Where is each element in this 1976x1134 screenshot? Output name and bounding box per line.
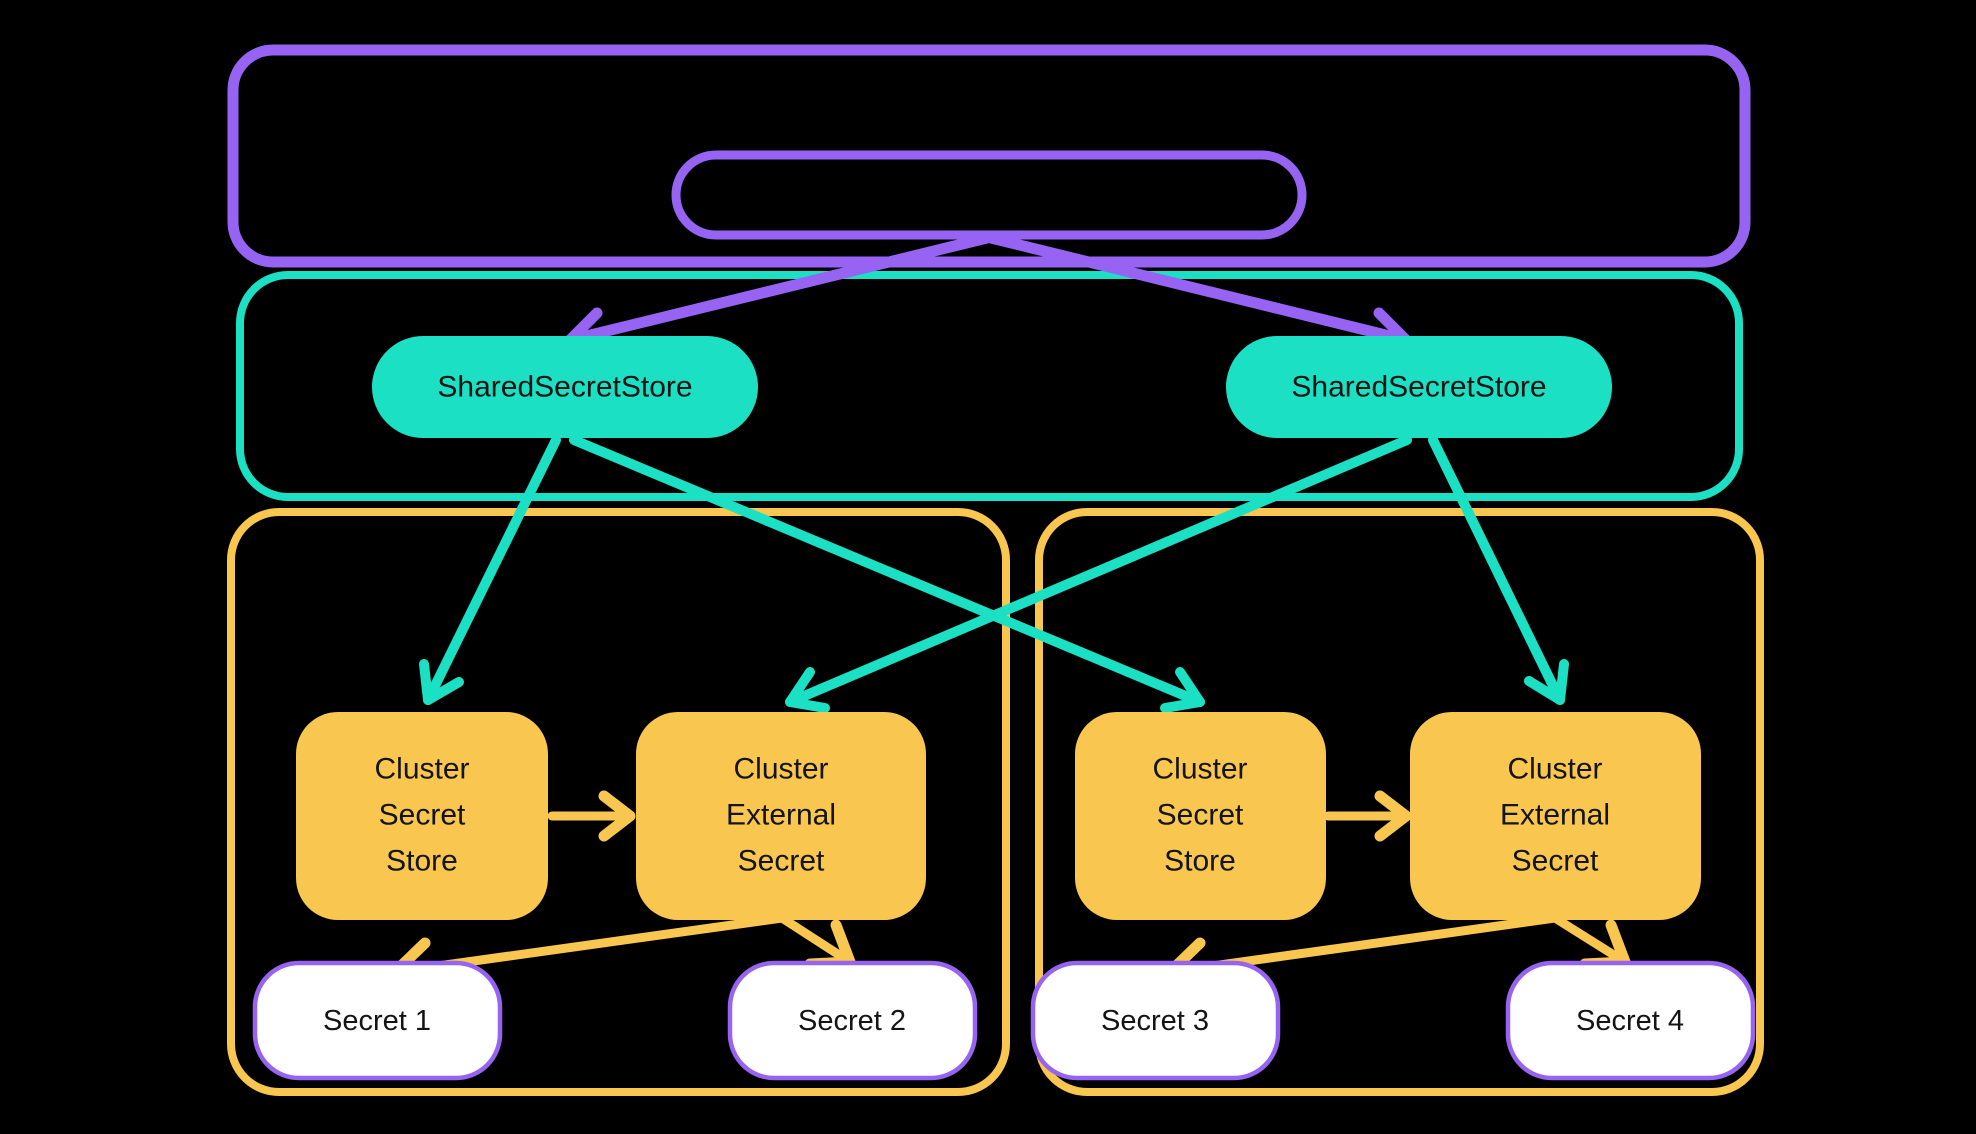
- cluster-pane-right: [1035, 508, 1764, 1096]
- secret-2-label: Secret 2: [798, 1005, 906, 1037]
- cluster-secret-store-right-line3: Store: [1164, 845, 1236, 878]
- cluster-secret-store-left-line3: Store: [386, 845, 458, 878]
- shared-secret-store-pill-right: SharedSecretStore: [1226, 336, 1612, 438]
- cluster-external-secret-left-line1: Cluster: [733, 753, 828, 786]
- teal-arrow-right-to-cluster-external-secret-right: [1428, 435, 1569, 705]
- yellow-arrow-store-to-external-left: [547, 790, 636, 842]
- yellow-arrow-external-to-secret-2: [777, 913, 856, 970]
- purple-arrow-to-right-shared-store: [985, 232, 1412, 358]
- secret-3-label: Secret 3: [1101, 1005, 1209, 1037]
- shared-secret-store-right-label: SharedSecretStore: [1291, 371, 1546, 404]
- cluster-secret-store-left-line1: Cluster: [374, 753, 469, 786]
- shared-secret-store-left-label: SharedSecretStore: [437, 371, 692, 404]
- yellow-arrow-store-to-external-right: [1323, 790, 1412, 842]
- cluster-secret-store-node-right: Cluster Secret Store: [1075, 712, 1326, 920]
- cluster-pane-left: [227, 508, 1010, 1096]
- cluster-external-secret-node-left: Cluster External Secret: [636, 712, 926, 920]
- cluster-external-secret-node-right: Cluster External Secret: [1410, 712, 1701, 920]
- cluster-external-secret-left-line2: External: [726, 799, 836, 832]
- teal-container-box: [236, 271, 1743, 501]
- cluster-external-secret-left-line3: Secret: [738, 845, 825, 878]
- cluster-secret-store-node-left: Cluster Secret Store: [296, 712, 548, 920]
- teal-arrow-right-to-cluster-external-secret-left: [785, 435, 1412, 713]
- teal-arrow-left-to-cluster-secret-store-right: [569, 435, 1205, 713]
- teal-arrow-left-to-cluster-secret-store-left: [419, 435, 561, 705]
- purple-arrow-to-left-shared-store: [564, 232, 993, 358]
- cluster-external-secret-right-line2: External: [1500, 799, 1610, 832]
- shared-secret-store-pill-left: SharedSecretStore: [372, 336, 758, 438]
- yellow-arrow-external-to-secret-4: [1550, 913, 1631, 970]
- secret-pill-4: Secret 4: [1505, 960, 1756, 1081]
- secret-4-label: Secret 4: [1576, 1005, 1684, 1037]
- purple-inner-pill: [671, 150, 1307, 240]
- outer-purple-container-box: [227, 44, 1751, 268]
- cluster-secret-store-left-line2: Secret: [379, 799, 466, 832]
- cluster-external-secret-right-line1: Cluster: [1507, 753, 1602, 786]
- cluster-external-secret-right-line3: Secret: [1512, 845, 1599, 878]
- secret-pill-1: Secret 1: [252, 960, 503, 1081]
- secret-pill-2: Secret 2: [727, 960, 978, 1081]
- cluster-secret-store-right-line2: Secret: [1157, 799, 1244, 832]
- secret-pill-3: Secret 3: [1030, 960, 1281, 1081]
- cluster-secret-store-right-line1: Cluster: [1152, 753, 1247, 786]
- secret-1-label: Secret 1: [323, 1005, 431, 1037]
